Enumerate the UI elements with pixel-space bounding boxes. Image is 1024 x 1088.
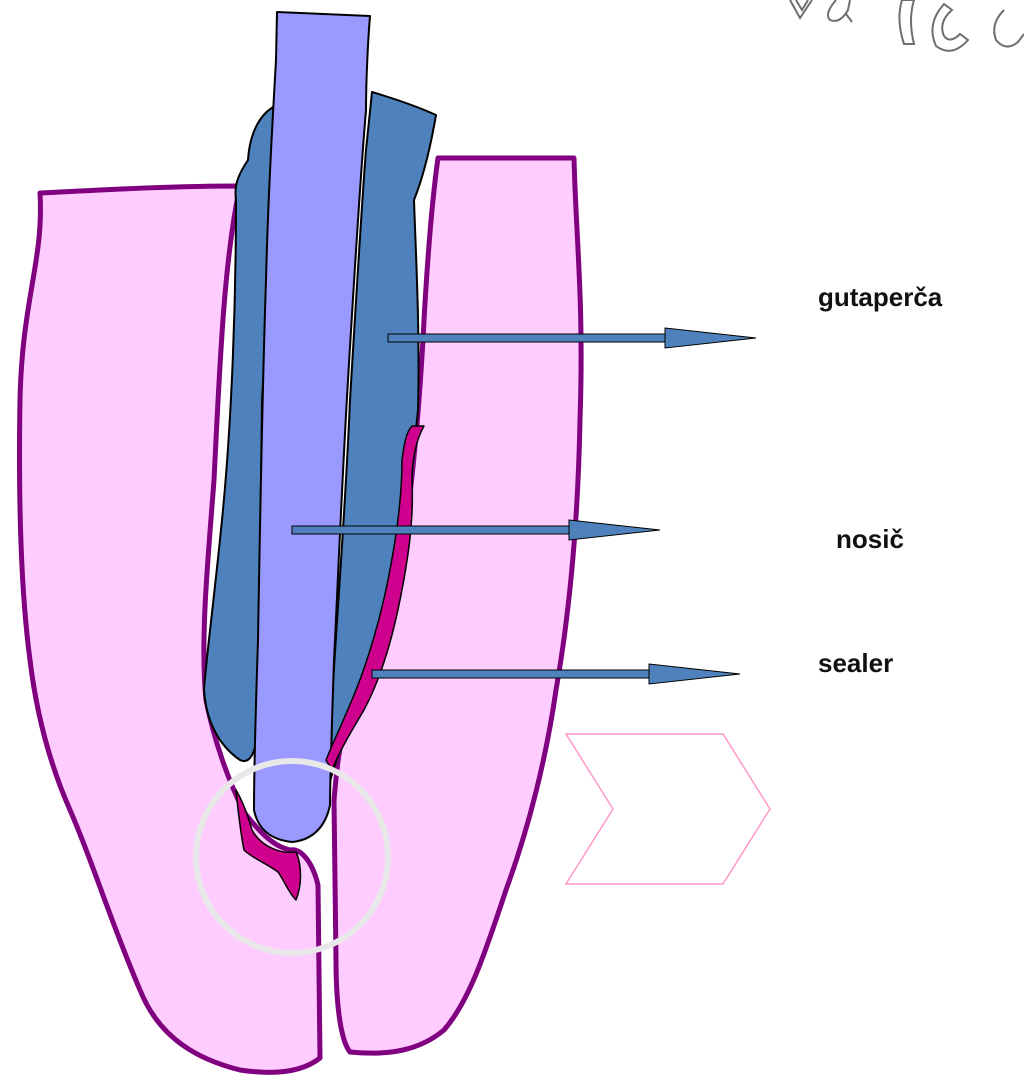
label-gutaperca: gutaperča [818,282,942,313]
label-nosic: nosič [836,524,904,555]
label-sealer: sealer [818,648,893,679]
chevron-right-icon[interactable] [566,734,770,884]
title-fragment-outline [790,0,1024,51]
